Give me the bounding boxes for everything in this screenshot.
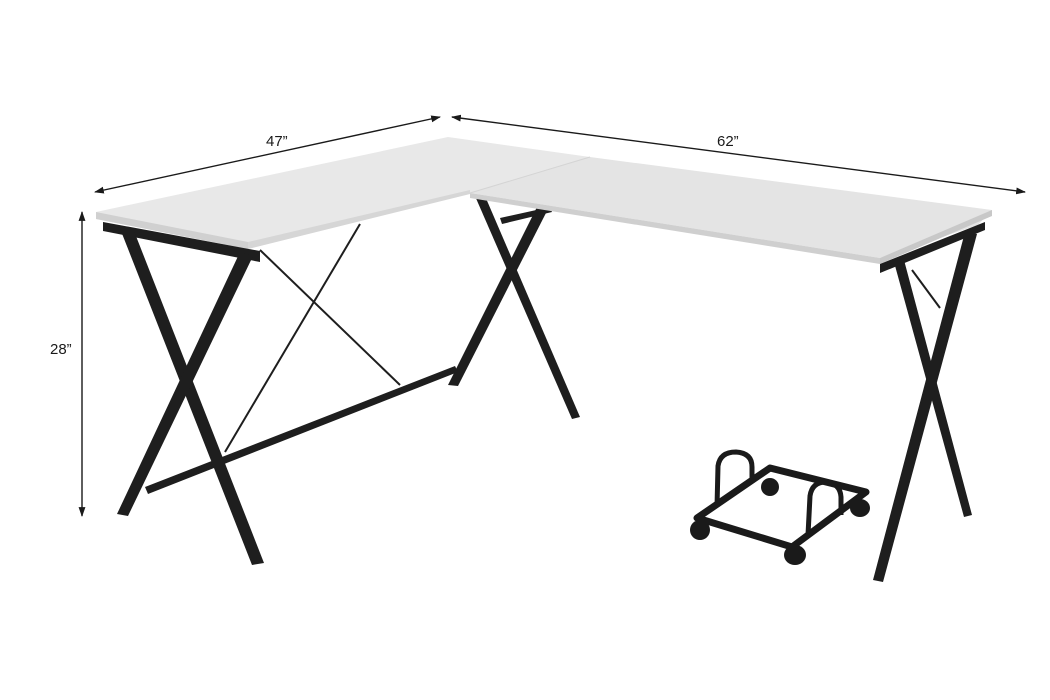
dimension-lines: [78, 114, 1026, 517]
desk-frame-front: [103, 222, 985, 582]
desktop-left-top: [96, 137, 590, 249]
dimension-line-62: [451, 114, 1026, 195]
desktop: [96, 137, 992, 264]
desktop-left-edge: [96, 212, 248, 249]
desktop-right-top: [470, 157, 992, 258]
desktop-right-edge: [470, 193, 880, 264]
dimension-label-height: 28”: [50, 341, 72, 358]
cpu-stand-casters: [690, 478, 870, 565]
dimension-label-width-right: 62”: [717, 133, 739, 150]
dimension-line-47: [94, 115, 441, 194]
cpu-stand: [693, 449, 870, 551]
dimension-label-width-left: 47”: [266, 133, 288, 150]
left-leg: [121, 231, 264, 565]
